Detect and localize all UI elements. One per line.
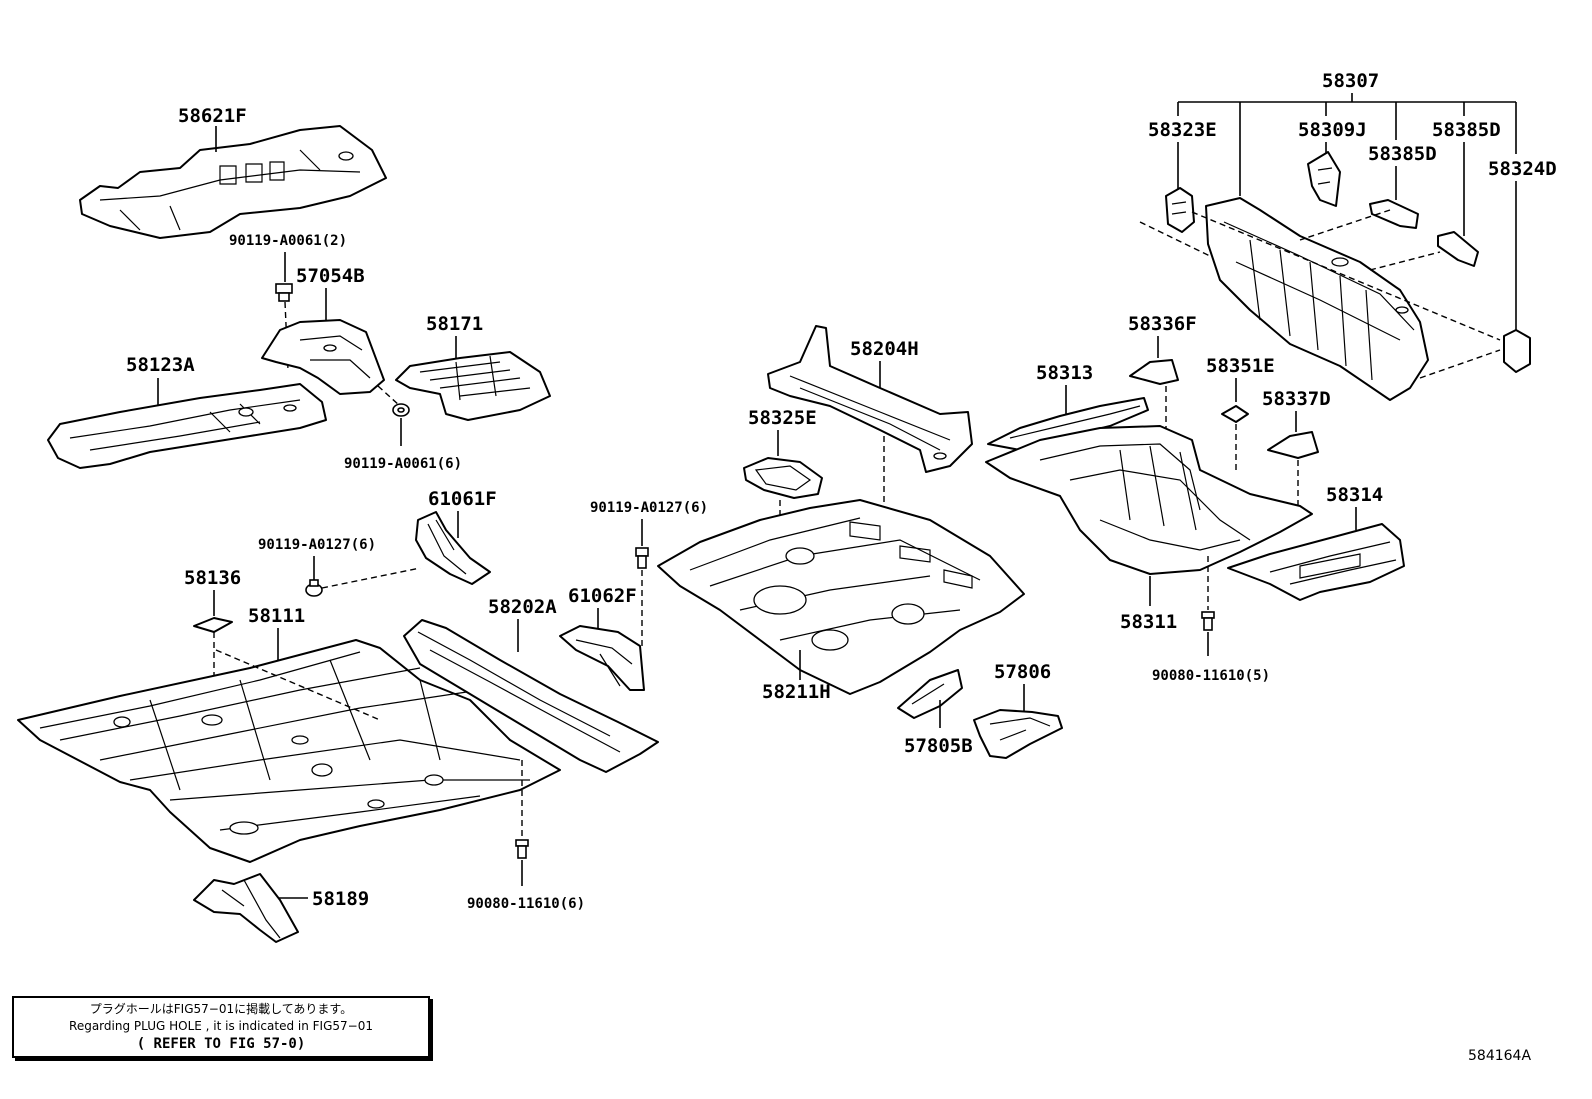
label-58111: 58111	[248, 605, 305, 627]
label-58325E: 58325E	[748, 407, 817, 429]
part-58204H-drawing[interactable]	[767, 325, 973, 473]
part-58202A-drawing[interactable]	[403, 619, 659, 773]
part-58111-drawing[interactable]	[17, 639, 561, 863]
label-58323E: 58323E	[1148, 119, 1217, 141]
part-58123A-drawing[interactable]	[47, 383, 327, 469]
label-90080-11610-5: 90080-11610(5)	[1152, 668, 1270, 684]
label-58307: 58307	[1322, 70, 1379, 92]
bolt-icon-3	[635, 547, 649, 569]
label-57805B: 57805B	[904, 735, 973, 757]
part-58336F-drawing[interactable]	[1129, 359, 1179, 385]
part-58307-drawing[interactable]	[1205, 197, 1429, 401]
bolt-icon-2	[305, 579, 323, 597]
label-57054B: 57054B	[296, 265, 365, 287]
part-58189-drawing[interactable]	[193, 873, 299, 943]
nut-icon	[392, 403, 410, 417]
label-61061F: 61061F	[428, 488, 497, 510]
part-61061F-drawing[interactable]	[415, 511, 491, 585]
label-58351E: 58351E	[1206, 355, 1275, 377]
part-58314-drawing[interactable]	[1227, 523, 1405, 601]
part-58311-drawing[interactable]	[985, 425, 1313, 575]
part-58351E-drawing[interactable]	[1221, 405, 1249, 423]
label-58204H: 58204H	[850, 338, 919, 360]
part-58325E-drawing[interactable]	[743, 457, 823, 499]
part-58621F-drawing[interactable]	[79, 125, 387, 239]
bolt-icon-5	[1201, 611, 1215, 631]
part-58136-drawing[interactable]	[193, 617, 233, 633]
label-57806: 57806	[994, 661, 1051, 683]
note-japanese: プラグホールはFIG57−01に掲載してあります。	[89, 1002, 353, 1016]
note-english: Regarding PLUG HOLE , it is indicated in…	[69, 1019, 373, 1033]
label-58123A: 58123A	[126, 354, 195, 376]
part-57805B-drawing[interactable]	[897, 669, 963, 719]
part-57054B-drawing[interactable]	[261, 319, 385, 395]
label-58313: 58313	[1036, 362, 1093, 384]
label-58171: 58171	[426, 313, 483, 335]
part-58309J-drawing[interactable]	[1307, 151, 1341, 207]
part-58385D-b-drawing[interactable]	[1369, 199, 1419, 229]
label-58314: 58314	[1326, 484, 1383, 506]
label-58211H: 58211H	[762, 681, 831, 703]
label-58311: 58311	[1120, 611, 1177, 633]
part-58323E-drawing[interactable]	[1165, 187, 1195, 233]
part-58171-drawing[interactable]	[395, 351, 551, 421]
part-61062F-drawing[interactable]	[559, 625, 645, 691]
label-58189: 58189	[312, 888, 369, 910]
label-90119-A0127-6-left: 90119-A0127(6)	[258, 537, 376, 553]
label-58136: 58136	[184, 567, 241, 589]
part-58337D-drawing[interactable]	[1267, 431, 1319, 459]
part-58324D-drawing[interactable]	[1503, 329, 1531, 373]
label-90119-A0061-6: 90119-A0061(6)	[344, 456, 462, 472]
label-58324D: 58324D	[1488, 158, 1557, 180]
label-58385D-a: 58385D	[1432, 119, 1501, 141]
refer-to-fig-link[interactable]: ( REFER TO FIG 57-0)	[136, 1036, 306, 1052]
label-90119-A0127-6-center: 90119-A0127(6)	[590, 500, 708, 516]
part-58385D-a-drawing[interactable]	[1437, 231, 1479, 267]
label-58202A: 58202A	[488, 596, 557, 618]
label-58337D: 58337D	[1262, 388, 1331, 410]
label-58621F: 58621F	[178, 105, 247, 127]
figure-code: 584164A	[1468, 1048, 1532, 1064]
label-58309J: 58309J	[1298, 119, 1367, 141]
label-61062F: 61062F	[568, 585, 637, 607]
label-58385D-b: 58385D	[1368, 143, 1437, 165]
plug-hole-note: プラグホールはFIG57−01に掲載してあります。 Regarding PLUG…	[12, 996, 430, 1058]
part-58211H-drawing[interactable]	[657, 499, 1025, 695]
bolt-icon	[275, 283, 293, 302]
bolt-icon-4	[515, 839, 529, 859]
label-90080-11610-6: 90080-11610(6)	[467, 896, 585, 912]
part-57806-drawing[interactable]	[973, 709, 1063, 759]
label-90119-A0061-2: 90119-A0061(2)	[229, 233, 347, 249]
label-58336F: 58336F	[1128, 313, 1197, 335]
